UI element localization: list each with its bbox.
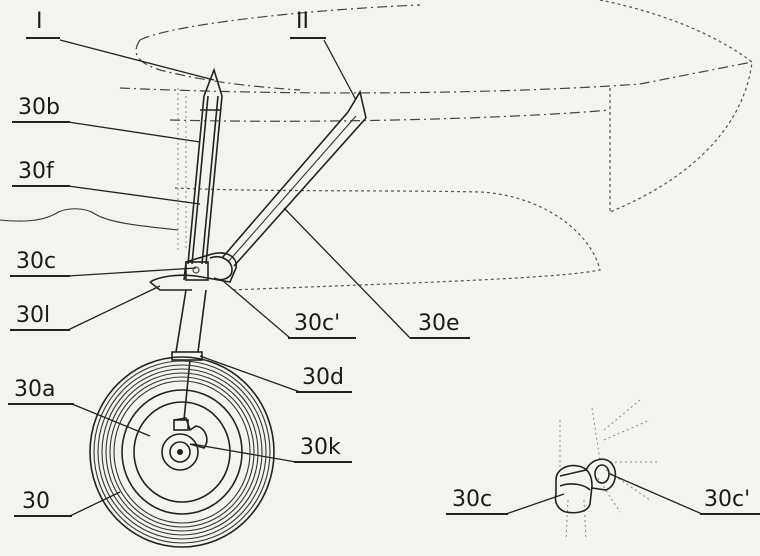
label-detail-30c-prime: 30c': [704, 487, 750, 512]
main-strut: [187, 67, 223, 265]
label-30f: 30f: [18, 159, 55, 184]
callout-labels: I II 30b 30f 30c 30l 30a 30 30c' 30e 30d…: [8, 9, 760, 517]
detail-fitting: [554, 399, 660, 541]
fuselage-outline: [0, 0, 753, 291]
label-30a: 30a: [14, 377, 55, 402]
label-30k: 30k: [300, 435, 341, 460]
label-view-II: II: [296, 9, 309, 34]
lower-leg: [171, 289, 207, 421]
label-30b: 30b: [18, 95, 60, 120]
label-30: 30: [22, 489, 50, 514]
wheel: [89, 356, 275, 548]
label-30e: 30e: [418, 311, 460, 336]
label-30l: 30l: [16, 303, 50, 328]
lower-fitting: [149, 252, 237, 291]
label-detail-30c: 30c: [452, 487, 492, 512]
diagonal-strut: [221, 89, 367, 267]
label-30c-prime: 30c': [294, 311, 340, 336]
leader-lines: [59, 39, 703, 517]
label-view-I: I: [36, 9, 43, 34]
label-30c: 30c: [16, 249, 56, 274]
label-30d: 30d: [302, 365, 344, 390]
